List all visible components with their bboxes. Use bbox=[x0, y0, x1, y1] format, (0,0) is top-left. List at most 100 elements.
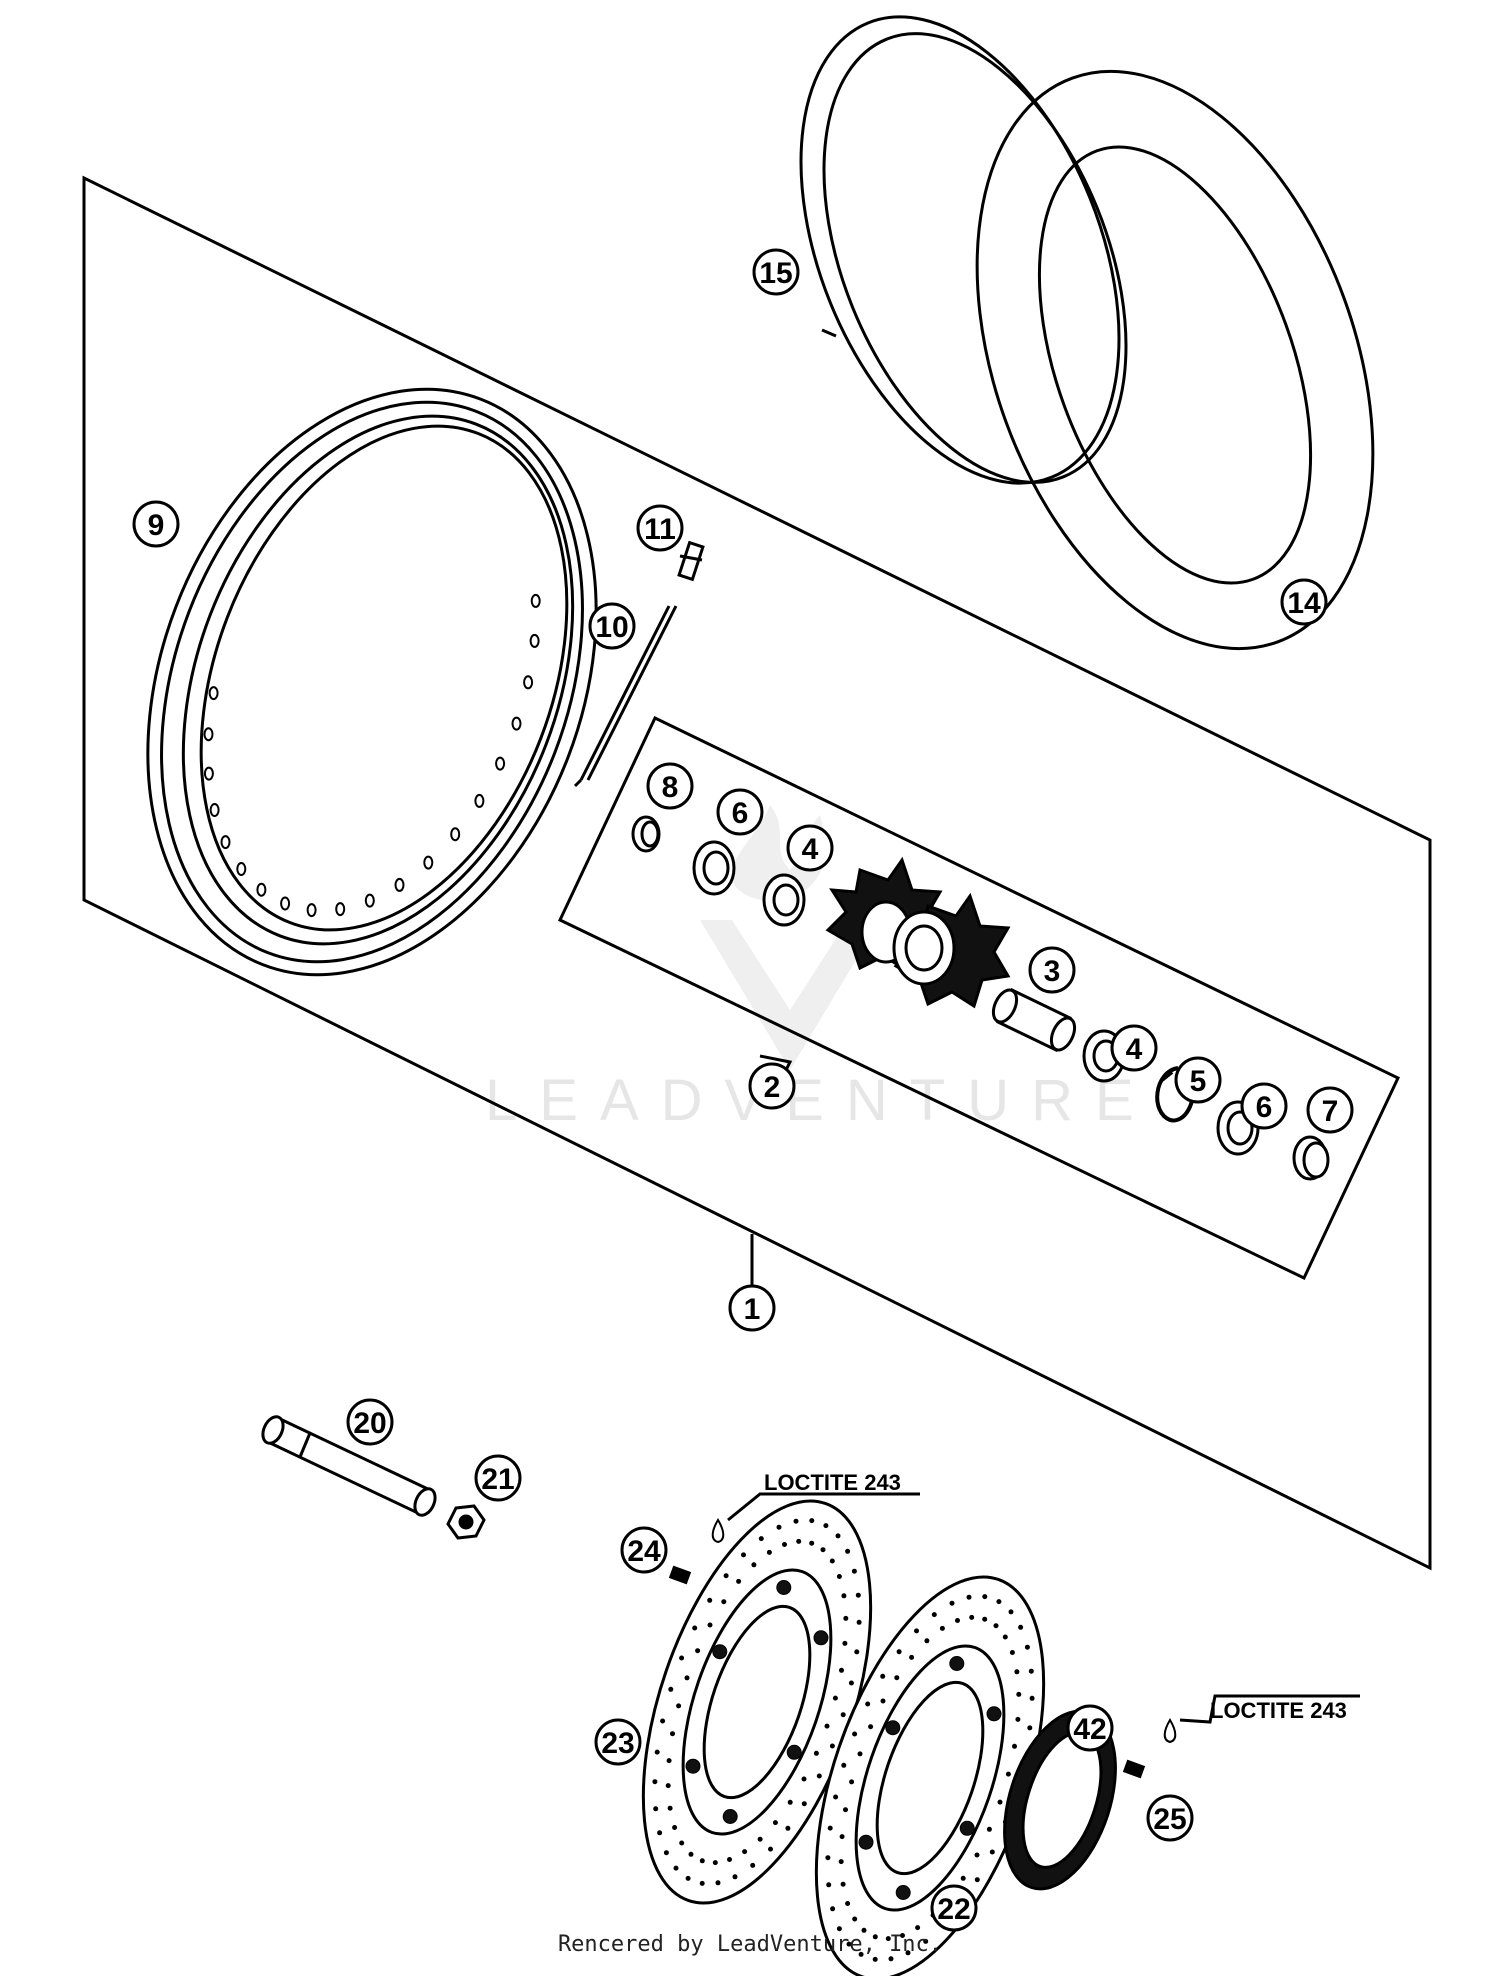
disc-vent-hole bbox=[758, 1536, 764, 1542]
callout-c25: 25 bbox=[1146, 1794, 1194, 1842]
wheel-hub bbox=[825, 856, 1011, 1009]
spoke-hole bbox=[394, 877, 405, 892]
disc-vent-hole bbox=[654, 1749, 660, 1755]
disc-vent-hole bbox=[845, 1901, 851, 1906]
callout-number: 11 bbox=[644, 513, 676, 546]
disc-vent-hole bbox=[712, 1860, 718, 1866]
disc-vent-hole bbox=[825, 1855, 831, 1861]
callout-c20: 20 bbox=[346, 1398, 394, 1446]
disc-vent-hole bbox=[835, 1533, 841, 1539]
disc-vent-hole bbox=[787, 1799, 793, 1805]
disc-vent-hole bbox=[915, 1925, 921, 1931]
disc-vent-hole bbox=[923, 1938, 929, 1944]
disc-vent-hole bbox=[782, 1542, 787, 1547]
disc-vent-hole bbox=[1014, 1669, 1020, 1675]
spoke-hole bbox=[306, 903, 317, 918]
callout-c8: 8 bbox=[646, 762, 694, 810]
spoke-hole bbox=[530, 593, 541, 608]
disc-vent-hole bbox=[742, 1849, 748, 1855]
disc-vent-hole bbox=[679, 1655, 685, 1661]
loctite-drop-left bbox=[711, 1518, 725, 1544]
disc-vent-hole bbox=[1002, 1634, 1008, 1640]
disc-bolt bbox=[722, 1809, 738, 1824]
disc-vent-hole bbox=[1029, 1695, 1035, 1701]
callout-c4b: 4 bbox=[1110, 1024, 1158, 1072]
disc-vent-hole bbox=[723, 1573, 729, 1579]
spoke-hole bbox=[474, 793, 485, 808]
disc-vent-hole bbox=[829, 1558, 835, 1564]
spoke-hole bbox=[364, 893, 375, 908]
callout-c6b: 6 bbox=[1240, 1082, 1288, 1130]
disc-vent-hole bbox=[707, 1597, 713, 1603]
disc-vent-hole bbox=[688, 1851, 694, 1857]
shaft-seal-6a bbox=[692, 840, 736, 896]
disc-vent-hole bbox=[849, 1779, 855, 1785]
callout-number: 6 bbox=[732, 797, 749, 830]
disc-vent-hole bbox=[914, 1628, 919, 1634]
disc-vent-hole bbox=[885, 1936, 891, 1942]
spoke-hole bbox=[495, 756, 506, 771]
callout-c24: 24 bbox=[620, 1526, 668, 1574]
spoke-hole bbox=[256, 882, 267, 897]
disc-bolt bbox=[685, 1758, 701, 1774]
disc-vent-hole bbox=[966, 1594, 972, 1600]
disc-vent-hole bbox=[1005, 1771, 1011, 1777]
disc-vent-hole bbox=[845, 1548, 851, 1554]
callout-c3: 3 bbox=[1028, 946, 1076, 994]
disc-vent-hole bbox=[974, 1877, 980, 1883]
disc-bolt bbox=[813, 1630, 829, 1646]
callout-number: 4 bbox=[802, 833, 819, 866]
callout-c21: 21 bbox=[474, 1454, 522, 1502]
disc-vent-hole bbox=[732, 1874, 738, 1880]
disc-vent-hole bbox=[858, 1951, 864, 1957]
disc-vent-hole bbox=[982, 1616, 988, 1622]
disc-vent-hole bbox=[1018, 1624, 1024, 1630]
watermark-text: LEADVENTURE bbox=[485, 1068, 1156, 1133]
disc-vent-hole bbox=[809, 1540, 815, 1546]
disc-vent-hole bbox=[823, 1523, 829, 1529]
spoke-hole bbox=[523, 675, 534, 690]
disc-vent-hole bbox=[757, 1836, 763, 1842]
disc-vent-hole bbox=[842, 1640, 848, 1646]
disc-vent-hole bbox=[931, 1612, 937, 1618]
disc-vent-hole bbox=[982, 1594, 988, 1600]
disc-vent-hole bbox=[880, 1698, 886, 1704]
disc-vent-hole bbox=[924, 1638, 930, 1644]
valve-nut bbox=[677, 540, 705, 582]
disc-vent-hole bbox=[699, 1880, 705, 1886]
disc-vent-hole bbox=[721, 1599, 727, 1605]
loctite-note-right: LOCTITE 243 bbox=[1210, 1698, 1347, 1723]
callout-c42: 42 bbox=[1066, 1704, 1114, 1752]
disc-vent-hole bbox=[668, 1686, 674, 1692]
disc-vent-hole bbox=[1016, 1691, 1022, 1697]
disc-vent-hole bbox=[880, 1673, 886, 1679]
disc-vent-hole bbox=[766, 1549, 772, 1555]
disc-vent-hole bbox=[736, 1578, 742, 1584]
disc-vent-hole bbox=[838, 1859, 844, 1865]
disc-vent-hole bbox=[861, 1927, 867, 1933]
watermark: LEADVENTURE bbox=[485, 805, 1156, 1133]
disc-vent-hole bbox=[676, 1703, 682, 1709]
disc-vent-hole bbox=[1012, 1743, 1017, 1749]
disc-vent-hole bbox=[827, 1825, 833, 1831]
callout-c2: 2 bbox=[748, 1062, 796, 1110]
disc-vent-hole bbox=[993, 1623, 999, 1629]
disc-vent-hole bbox=[796, 1538, 802, 1544]
callout-number: 8 bbox=[662, 771, 679, 804]
disc-vent-hole bbox=[894, 1675, 900, 1681]
callout-c11: 11 bbox=[636, 504, 684, 552]
disc-vent-hole bbox=[857, 1751, 863, 1757]
callout-number: 3 bbox=[1044, 955, 1061, 988]
disc-vent-hole bbox=[939, 1625, 945, 1631]
disc-vent-hole bbox=[905, 1950, 911, 1956]
disc-vent-hole bbox=[872, 1934, 878, 1940]
callout-c15: 15 bbox=[752, 248, 800, 296]
disc-vent-hole bbox=[665, 1783, 671, 1789]
assembly-frame bbox=[82, 175, 1432, 1571]
disc-vent-hole bbox=[909, 1654, 915, 1660]
loctite-note-left: LOCTITE 243 bbox=[764, 1470, 901, 1495]
disc-vent-hole bbox=[843, 1807, 848, 1813]
disc-vent-hole bbox=[685, 1875, 691, 1881]
disc-vent-hole bbox=[997, 1799, 1003, 1805]
